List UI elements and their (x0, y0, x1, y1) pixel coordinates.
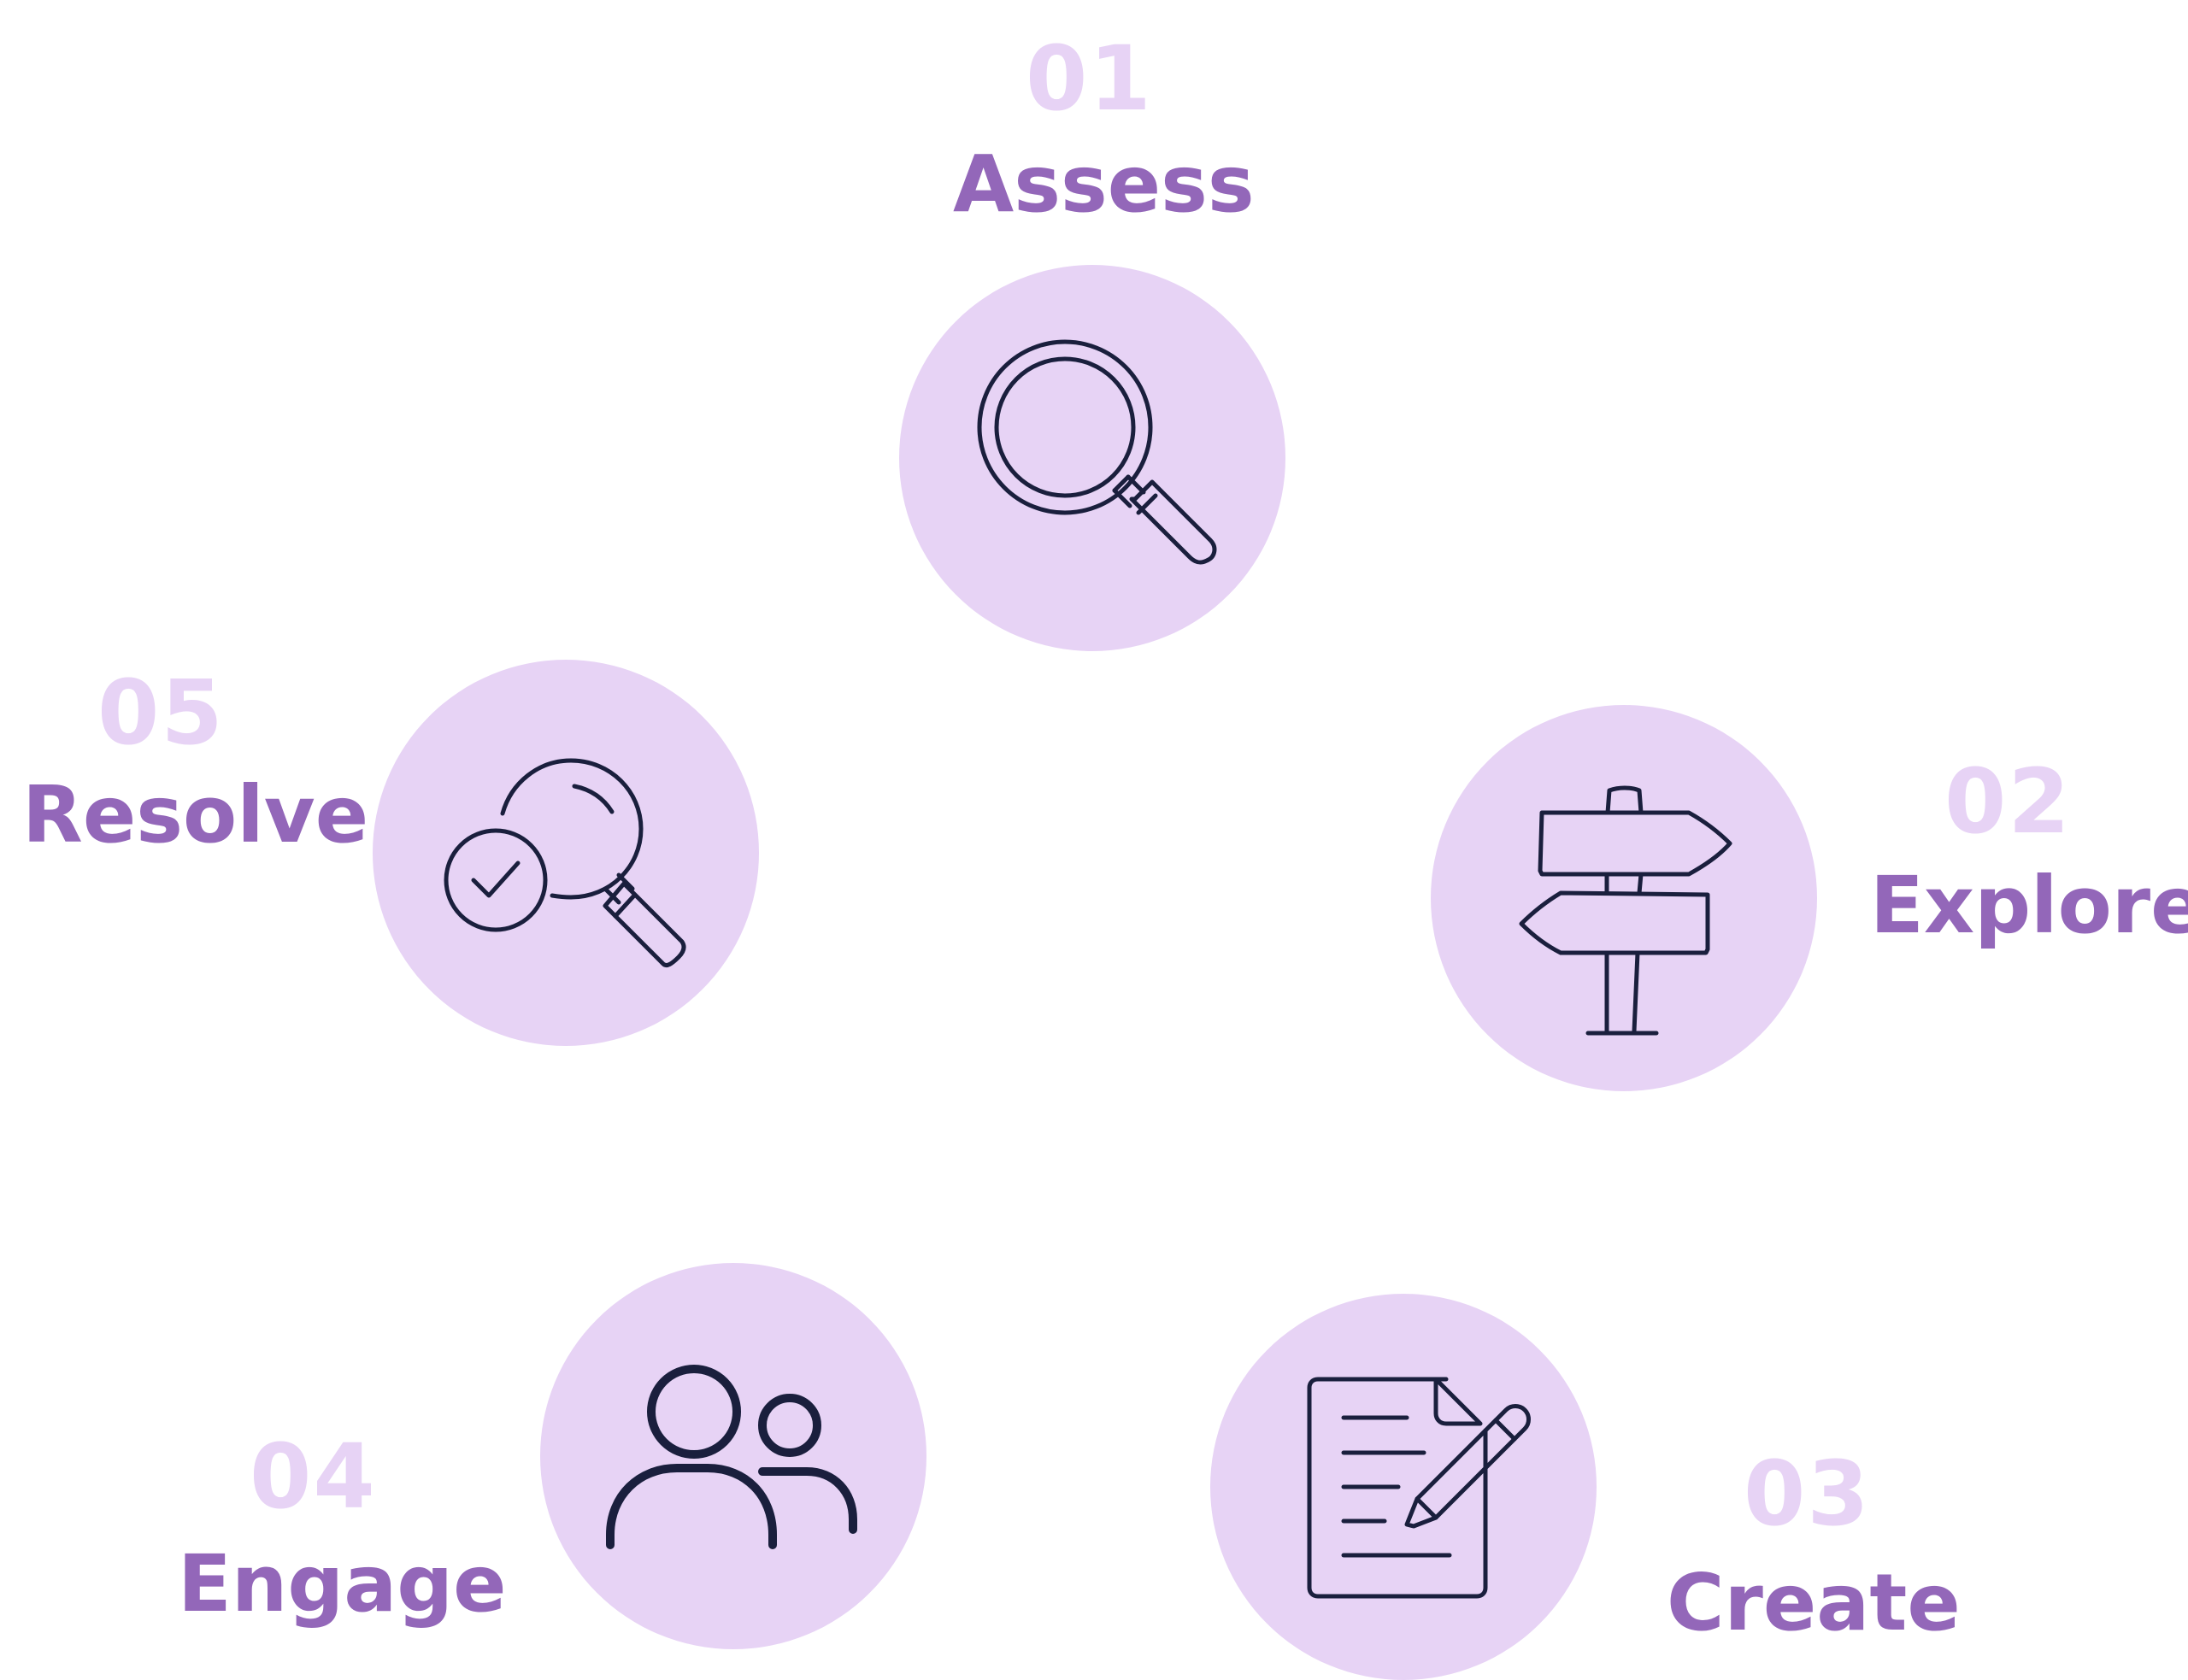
magnifying-glass-icon (977, 339, 1217, 565)
document-pencil-icon (1307, 1377, 1531, 1599)
step-1-circle (899, 265, 1285, 651)
step-2-circle (1431, 705, 1817, 1091)
step-3-circle (1210, 1294, 1597, 1680)
step-3-number: 03 (1744, 1442, 1871, 1546)
step-3-label: Create (1667, 1557, 1961, 1648)
step-5-label: Resolve (22, 769, 369, 861)
step-4-label: Engage (178, 1538, 507, 1630)
step-4-number: 04 (250, 1424, 377, 1529)
step-1-label: Assess (953, 138, 1255, 230)
step-2-label: Explore (1870, 860, 2188, 951)
step-2-number: 02 (1944, 749, 2072, 854)
step-1-number: 01 (1026, 26, 1153, 131)
step-5-circle (373, 660, 759, 1046)
search-check-icon (444, 758, 686, 968)
users-icon (606, 1365, 857, 1549)
signpost-icon (1519, 785, 1732, 1036)
step-4-circle (540, 1263, 926, 1649)
step-5-number: 05 (97, 661, 225, 765)
